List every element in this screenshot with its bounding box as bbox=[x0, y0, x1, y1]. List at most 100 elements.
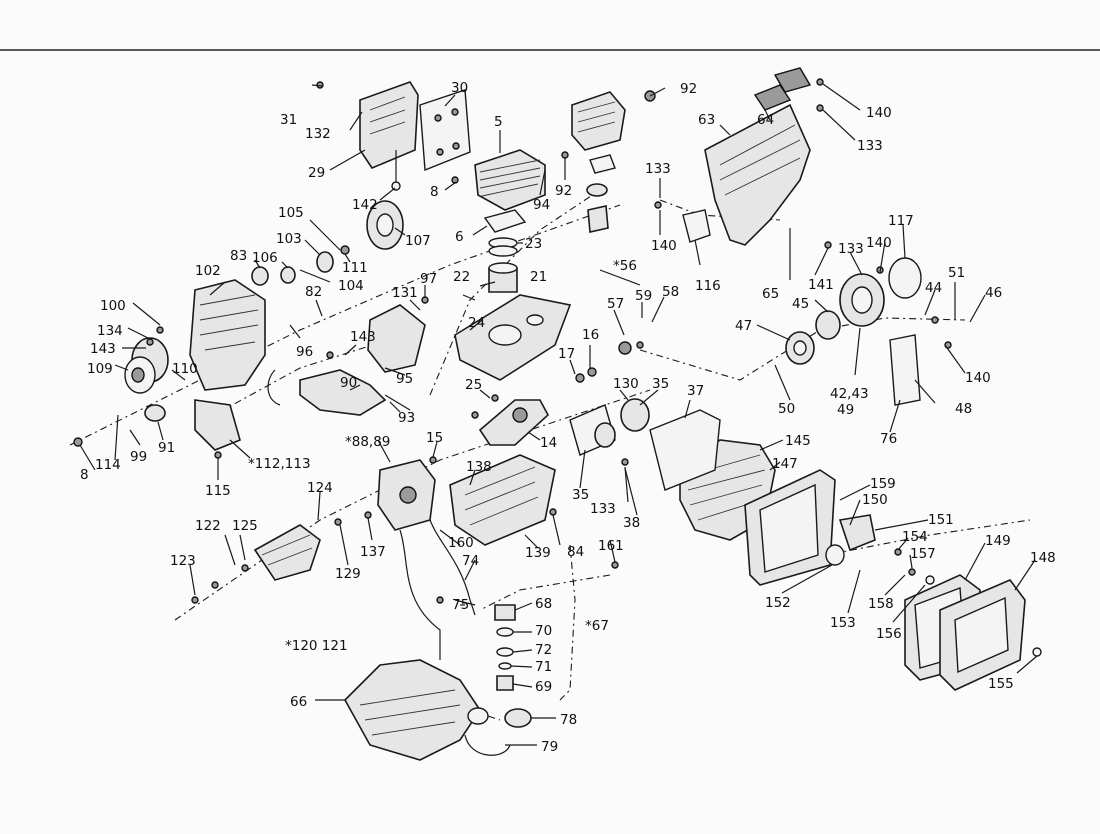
callout-140c: 140 bbox=[866, 235, 892, 251]
callout-129: 129 bbox=[335, 566, 361, 582]
callout-64: 64 bbox=[757, 112, 774, 128]
callout-94: 94 bbox=[533, 197, 550, 213]
callout-6: 6 bbox=[455, 229, 464, 245]
callout-91: 91 bbox=[158, 440, 175, 456]
crankcase-left bbox=[377, 459, 436, 531]
cylinder-gasket bbox=[483, 209, 527, 233]
callout-56: *56 bbox=[613, 258, 637, 274]
bracket bbox=[367, 304, 426, 373]
air-cleaner-plate bbox=[744, 469, 836, 586]
callout-74: 74 bbox=[462, 553, 479, 569]
callout-30: 30 bbox=[451, 80, 468, 96]
fuel-tank bbox=[344, 659, 481, 761]
air-cleaner-cover bbox=[939, 579, 1042, 691]
callout-114: 114 bbox=[95, 457, 121, 473]
callout-35a: 35 bbox=[652, 376, 669, 392]
callout-140a: 140 bbox=[651, 238, 677, 254]
callout-22: 22 bbox=[453, 269, 470, 285]
callout-70: 70 bbox=[535, 623, 552, 639]
switch-knob bbox=[144, 404, 166, 422]
callout-92b: 92 bbox=[555, 183, 572, 199]
callout-92a: 92 bbox=[680, 81, 697, 97]
fuel-cap bbox=[464, 707, 532, 756]
callout-71: 71 bbox=[535, 659, 552, 675]
recoil-starter bbox=[785, 257, 922, 406]
clutch-parts bbox=[316, 245, 350, 273]
callout-5: 5 bbox=[494, 114, 503, 130]
callout-156: 156 bbox=[876, 626, 902, 642]
callout-93: 93 bbox=[398, 410, 415, 426]
callout-142: 142 bbox=[352, 197, 378, 213]
callout-133c: 133 bbox=[838, 241, 864, 257]
callout-59: 59 bbox=[635, 288, 652, 304]
callout-145: 145 bbox=[785, 433, 811, 449]
callout-79: 79 bbox=[541, 739, 558, 755]
callout-125: 125 bbox=[232, 518, 258, 534]
callout-148: 148 bbox=[1030, 550, 1056, 566]
crankshaft bbox=[478, 399, 549, 446]
guard-plate bbox=[682, 209, 711, 243]
starter-parts bbox=[251, 266, 296, 286]
callout-58: 58 bbox=[662, 284, 679, 300]
leader-lines bbox=[79, 83, 1038, 746]
callout-16: 16 bbox=[582, 327, 599, 343]
callout-155: 155 bbox=[988, 676, 1014, 692]
callout-8b: 8 bbox=[80, 467, 89, 483]
callout-23: 23 bbox=[525, 236, 542, 252]
callout-150: 150 bbox=[862, 492, 888, 508]
callout-140b: 140 bbox=[866, 105, 892, 121]
callout-88-89: *88,89 bbox=[345, 434, 390, 450]
callout-100: 100 bbox=[100, 298, 126, 314]
callout-38: 38 bbox=[623, 515, 640, 531]
fuel-filter bbox=[494, 604, 516, 691]
callout-37: 37 bbox=[687, 383, 704, 399]
callout-44: 44 bbox=[925, 280, 942, 296]
callout-153: 153 bbox=[830, 615, 856, 631]
callout-72: 72 bbox=[535, 642, 552, 658]
callout-161: 161 bbox=[598, 538, 624, 554]
callout-63: 63 bbox=[698, 112, 715, 128]
callout-133b: 133 bbox=[857, 138, 883, 154]
callout-67: *67 bbox=[585, 618, 609, 634]
callout-84: 84 bbox=[567, 544, 584, 560]
callout-140d: 140 bbox=[965, 370, 991, 386]
callout-157: 157 bbox=[910, 546, 936, 562]
callout-48: 48 bbox=[955, 401, 972, 417]
callout-49: 49 bbox=[837, 402, 854, 418]
callout-124: 124 bbox=[307, 480, 333, 496]
callout-42-43: 42,43 bbox=[830, 386, 869, 402]
callout-111: 111 bbox=[342, 260, 368, 276]
carburetor bbox=[571, 91, 626, 233]
callout-46: 46 bbox=[985, 285, 1002, 301]
callout-17: 17 bbox=[558, 346, 575, 362]
callout-45: 45 bbox=[792, 296, 809, 312]
callout-51: 51 bbox=[948, 265, 965, 281]
callout-95: 95 bbox=[396, 371, 413, 387]
throttle-lever bbox=[253, 524, 321, 581]
callout-35b: 35 bbox=[572, 487, 589, 503]
callout-65: 65 bbox=[762, 286, 779, 302]
callout-160: 160 bbox=[448, 535, 474, 551]
callout-25: 25 bbox=[465, 377, 482, 393]
callout-50: 50 bbox=[778, 401, 795, 417]
callout-151: 151 bbox=[928, 512, 954, 528]
callout-116: 116 bbox=[695, 278, 721, 294]
callout-66: 66 bbox=[290, 694, 307, 710]
callout-159: 159 bbox=[870, 476, 896, 492]
carburetor-body bbox=[649, 409, 776, 541]
insulator-parts bbox=[569, 398, 650, 456]
crankcase-upper bbox=[454, 294, 572, 381]
callout-147: 147 bbox=[772, 456, 798, 472]
callout-149: 149 bbox=[985, 533, 1011, 549]
callout-117: 117 bbox=[888, 213, 914, 229]
callout-130: 130 bbox=[613, 376, 639, 392]
callout-14: 14 bbox=[540, 435, 557, 451]
callout-123: 123 bbox=[170, 553, 196, 569]
callout-137: 137 bbox=[360, 544, 386, 560]
callout-133d: 133 bbox=[590, 501, 616, 517]
callout-132: 132 bbox=[305, 126, 331, 142]
callout-76: 76 bbox=[880, 431, 897, 447]
callout-15: 15 bbox=[426, 430, 443, 446]
